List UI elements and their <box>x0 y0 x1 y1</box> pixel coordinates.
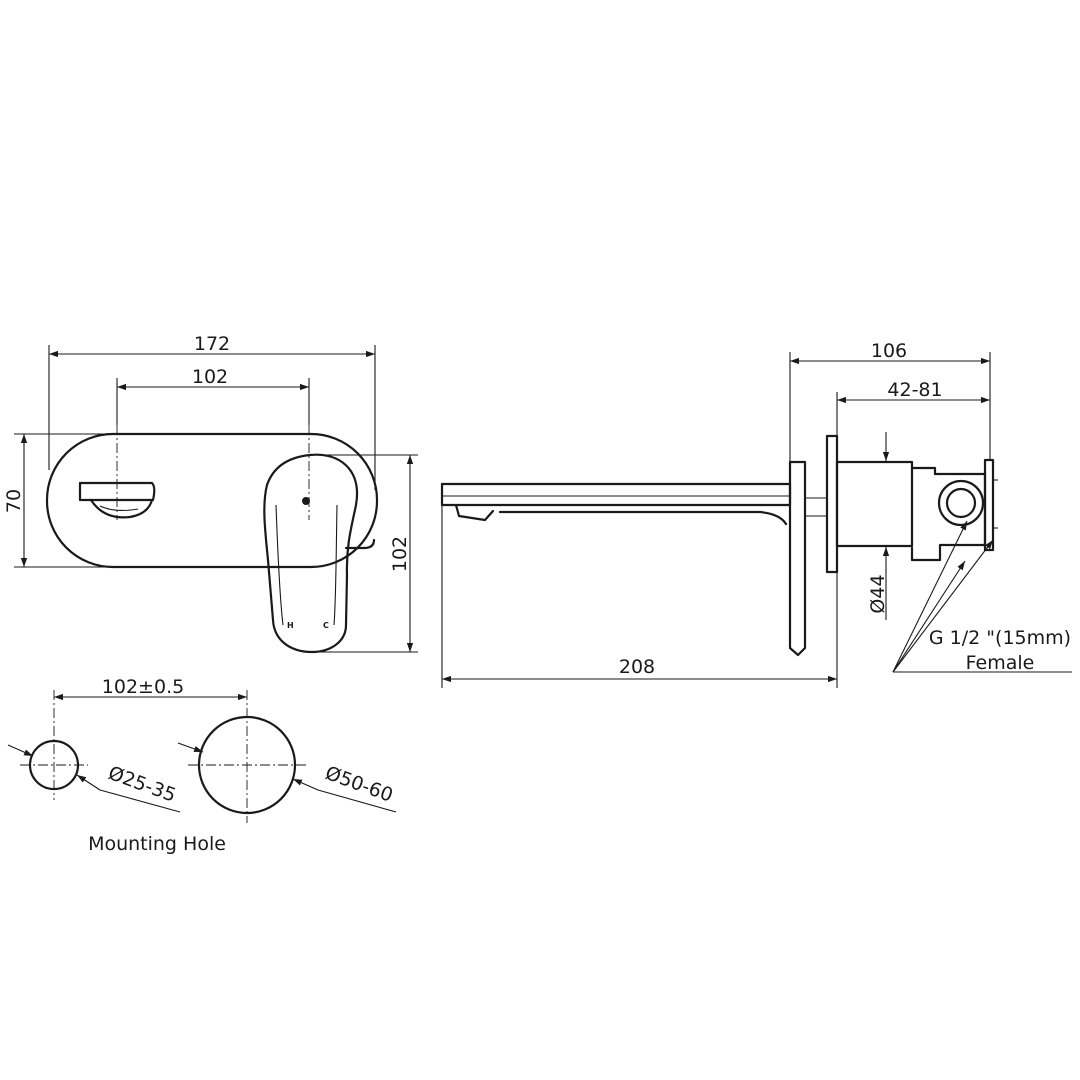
logo-dot-icon <box>302 497 310 505</box>
cold-indicator: C <box>323 621 329 630</box>
inner-thread-ring <box>945 487 977 519</box>
front-view: H C 172 102 70 102 <box>3 333 418 654</box>
large-hole-diameter: Ø50-60 <box>322 762 395 807</box>
depth-dimension: 106 <box>871 340 907 362</box>
side-view: 106 42-81 208 Ø44 G 1/2 "(15mm) Female <box>440 340 1072 688</box>
body-diameter-dimension: Ø44 <box>867 574 889 613</box>
hole-spacing-dimension: 102±0.5 <box>102 676 184 698</box>
width-dimension: 172 <box>194 333 230 355</box>
mounting-hole-label: Mounting Hole <box>88 833 226 855</box>
plate-height-dimension: 70 <box>3 489 25 513</box>
hot-indicator: H <box>287 621 294 630</box>
spout-profile <box>440 482 792 526</box>
back-plate <box>45 432 379 569</box>
connection-spec: G 1/2 "(15mm) <box>929 627 1071 649</box>
handle-side-profile <box>788 460 807 657</box>
small-hole-diameter: Ø25-35 <box>105 762 178 807</box>
spacing-dimension: 102 <box>192 366 228 388</box>
outer-thread-ring <box>937 479 985 527</box>
overall-height-dimension: 102 <box>389 536 411 572</box>
wall-flange <box>825 434 839 574</box>
connection-type: Female <box>966 652 1035 674</box>
wall-range-dimension: 42-81 <box>887 379 942 401</box>
spout-length-dimension: 208 <box>619 656 655 678</box>
mixer-body <box>835 460 914 548</box>
mounting-hole-view: 102±0.5 Ø25-35 Ø50-60 Mounting Hole <box>7 676 397 855</box>
lever-handle: H C <box>263 453 376 654</box>
